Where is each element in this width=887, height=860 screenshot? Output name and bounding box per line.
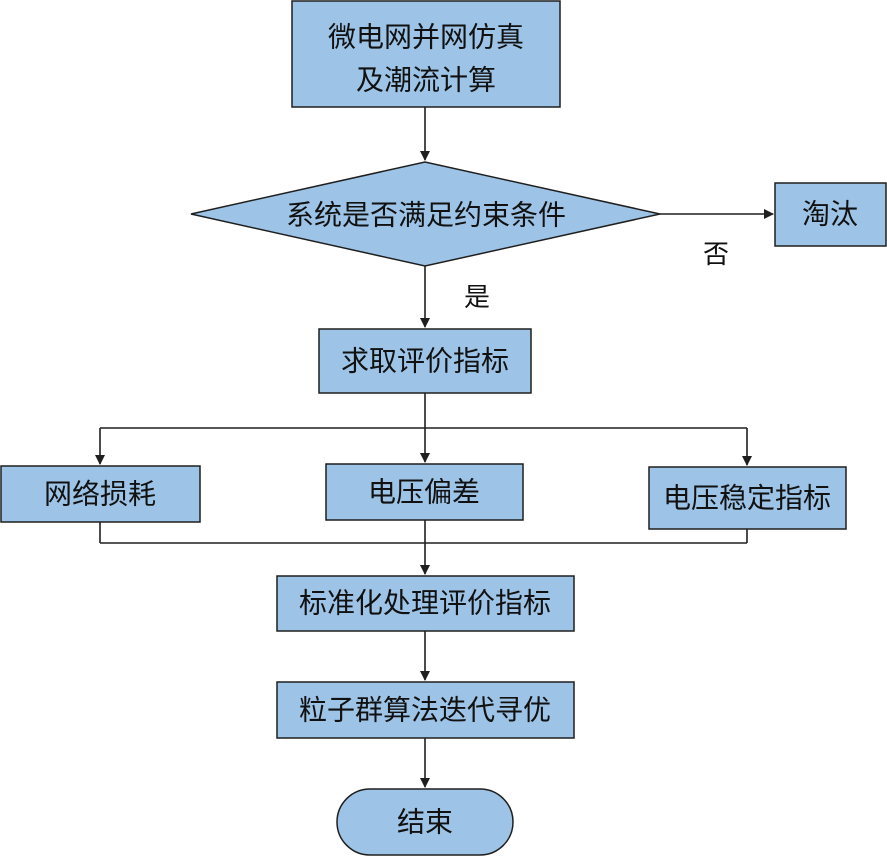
pso-label: 粒子群算法迭代寻优: [299, 694, 551, 727]
eliminate-label: 淘汰: [802, 198, 858, 231]
voltage-stab-node: 电压稳定指标: [648, 466, 847, 530]
eliminate-node: 淘汰: [774, 182, 887, 247]
normalize-label: 标准化处理评价指标: [299, 587, 551, 620]
end-node: 结束: [336, 788, 514, 856]
compute-node: 求取评价指标: [318, 328, 532, 394]
pso-node: 粒子群算法迭代寻优: [276, 681, 575, 739]
voltage-dev-label: 电压偏差: [368, 476, 480, 509]
voltage-stab-label: 电压稳定指标: [663, 482, 831, 515]
start-node-line1: 微电网并网仿真: [328, 21, 524, 54]
end-label: 结束: [397, 806, 453, 839]
start-node: 微电网并网仿真 及潮流计算: [291, 0, 561, 108]
net-loss-node: 网络损耗: [0, 465, 201, 523]
compute-label: 求取评价指标: [341, 345, 509, 378]
start-node-line2: 及潮流计算: [356, 64, 496, 97]
no-label: 否: [703, 240, 729, 270]
decision-label: 系统是否满足约束条件: [286, 199, 566, 232]
voltage-dev-node: 电压偏差: [325, 463, 524, 521]
net-loss-label: 网络损耗: [44, 478, 156, 511]
decision-node: 系统是否满足约束条件: [190, 161, 661, 267]
yes-label: 是: [464, 283, 490, 313]
normalize-node: 标准化处理评价指标: [276, 575, 575, 632]
